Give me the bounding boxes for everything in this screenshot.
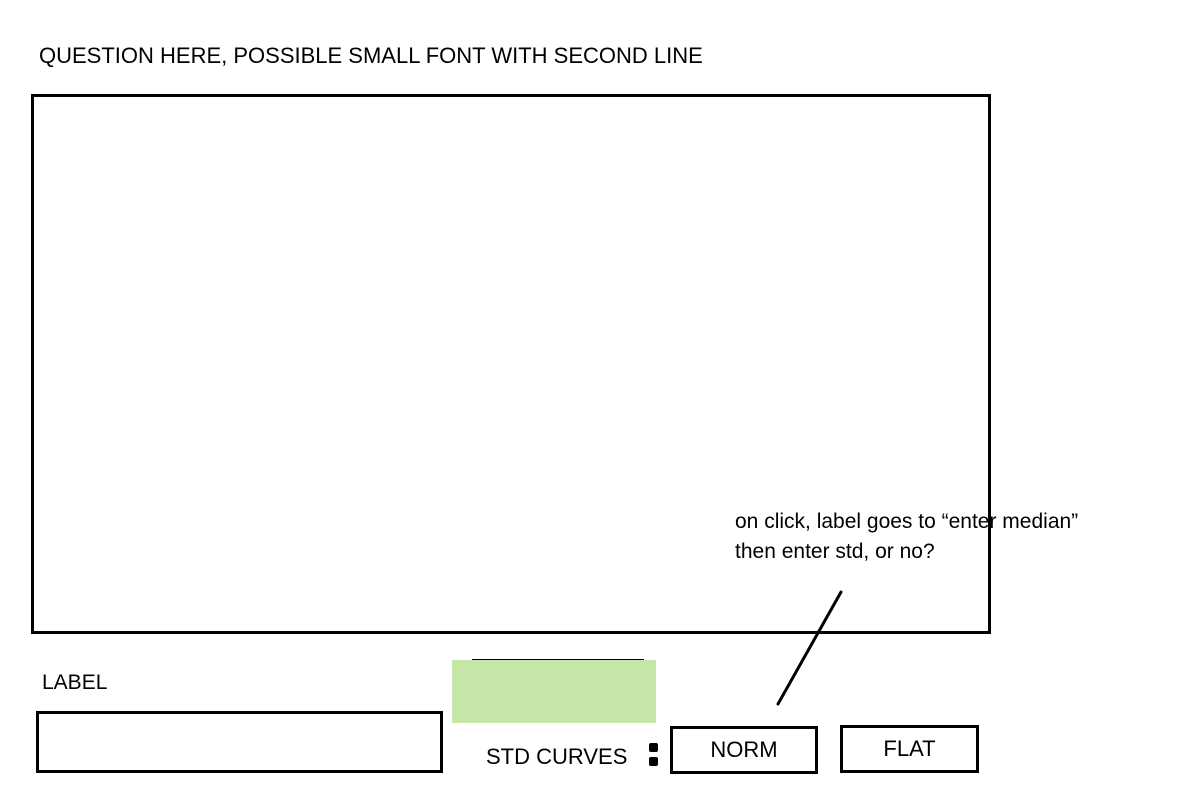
canvas-area[interactable] [31, 94, 991, 634]
label-input[interactable] [36, 711, 443, 773]
label-text: LABEL [42, 671, 108, 694]
green-box [452, 660, 656, 723]
annotation-note: on click, label goes to “enter median” t… [735, 507, 1078, 567]
std-curves-label: STD CURVES [486, 744, 628, 769]
green-box-top-line [472, 659, 644, 660]
colon-dot-bottom [649, 757, 658, 766]
norm-button[interactable]: NORM [670, 726, 818, 774]
flat-button[interactable]: FLAT [840, 725, 979, 773]
question-text: QUESTION HERE, POSSIBLE SMALL FONT WITH … [39, 43, 703, 68]
colon-dot-top [649, 743, 658, 752]
annotation-line-2: then enter std, or no? [735, 540, 935, 563]
annotation-line-1: on click, label goes to “enter median” [735, 510, 1079, 533]
